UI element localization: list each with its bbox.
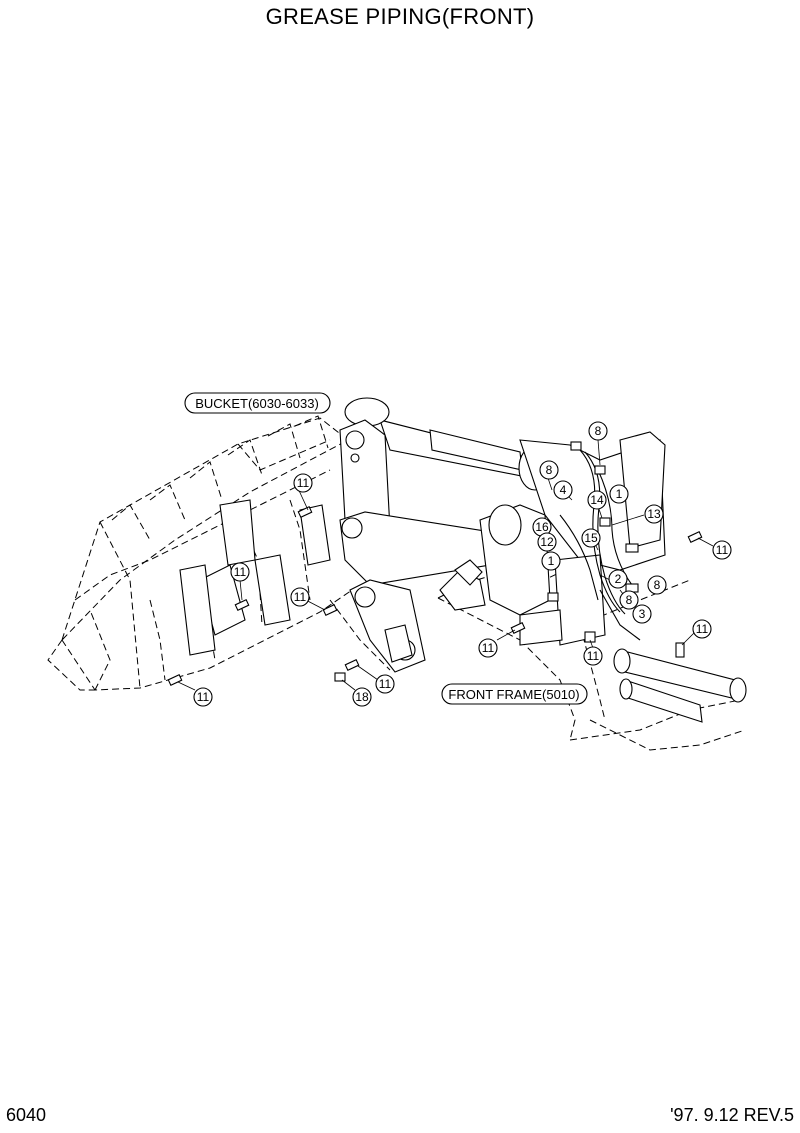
callout-1-top: 1 <box>609 484 629 504</box>
callout-11-frame-right: 11 <box>712 540 732 560</box>
svg-text:12: 12 <box>540 535 554 549</box>
svg-text:8: 8 <box>654 578 661 592</box>
svg-text:18: 18 <box>355 690 369 704</box>
svg-text:8: 8 <box>626 593 633 607</box>
callout-2: 2 <box>608 569 628 589</box>
svg-text:14: 14 <box>590 493 604 507</box>
boom-arm <box>179 397 666 673</box>
svg-text:8: 8 <box>595 424 602 438</box>
front-frame-assembly-label: FRONT FRAME(5010) <box>441 683 588 705</box>
svg-text:11: 11 <box>716 543 729 557</box>
callout-15: 15 <box>581 528 601 548</box>
callout-1-lower: 1 <box>541 551 561 571</box>
front-frame-label-text: FRONT FRAME(5010) <box>448 687 579 702</box>
svg-text:11: 11 <box>379 677 392 691</box>
callout-11-bucket-top: 11 <box>293 473 313 493</box>
callout-11-cylinder: 11 <box>692 619 712 639</box>
callout-11-bucket-edge: 11 <box>193 687 213 707</box>
callout-11-bucket-hinge: 11 <box>230 562 250 582</box>
revision-stamp: '97. 9.12 REV.5 <box>670 1105 794 1125</box>
svg-text:11: 11 <box>482 641 495 655</box>
callout-11-frame-bottom: 11 <box>583 646 603 666</box>
callout-8-tower: 8 <box>539 460 559 480</box>
svg-text:15: 15 <box>584 531 598 545</box>
callout-3: 3 <box>632 604 652 624</box>
callout-14: 14 <box>587 490 607 510</box>
callout-11-lever-pin: 11 <box>290 587 310 607</box>
svg-text:11: 11 <box>587 649 600 663</box>
bucket-assembly-label: BUCKET(6030-6033) <box>184 392 331 414</box>
callout-8-lower: 8 <box>619 590 639 610</box>
bucket-label-text: BUCKET(6030-6033) <box>195 396 319 411</box>
callout-12: 12 <box>537 532 557 552</box>
svg-text:11: 11 <box>294 590 307 604</box>
svg-text:3: 3 <box>639 607 646 621</box>
svg-text:1: 1 <box>548 554 555 568</box>
svg-text:16: 16 <box>535 520 549 534</box>
svg-text:11: 11 <box>696 622 709 636</box>
page-number: 6040 <box>6 1105 47 1125</box>
callout-18: 18 <box>352 687 372 707</box>
callout-11-tower: 11 <box>478 638 498 658</box>
svg-text:1: 1 <box>616 487 623 501</box>
page-title: GREASE PIPING(FRONT) <box>265 4 535 29</box>
svg-text:4: 4 <box>560 483 567 497</box>
svg-text:13: 13 <box>647 507 661 521</box>
callout-4: 4 <box>553 480 573 500</box>
svg-text:2: 2 <box>615 572 622 586</box>
svg-text:8: 8 <box>546 463 553 477</box>
svg-text:11: 11 <box>197 690 210 704</box>
callout-8-right: 8 <box>647 575 667 595</box>
steering-cylinders <box>613 648 747 723</box>
part-callouts: 11 11 11 11 11 11 11 11 <box>193 421 732 707</box>
callout-13: 13 <box>644 504 664 524</box>
callout-8-top: 8 <box>588 421 608 441</box>
callout-11-link: 11 <box>375 674 395 694</box>
svg-text:11: 11 <box>234 565 247 579</box>
grease-fittings <box>167 441 703 686</box>
svg-text:11: 11 <box>297 476 310 490</box>
